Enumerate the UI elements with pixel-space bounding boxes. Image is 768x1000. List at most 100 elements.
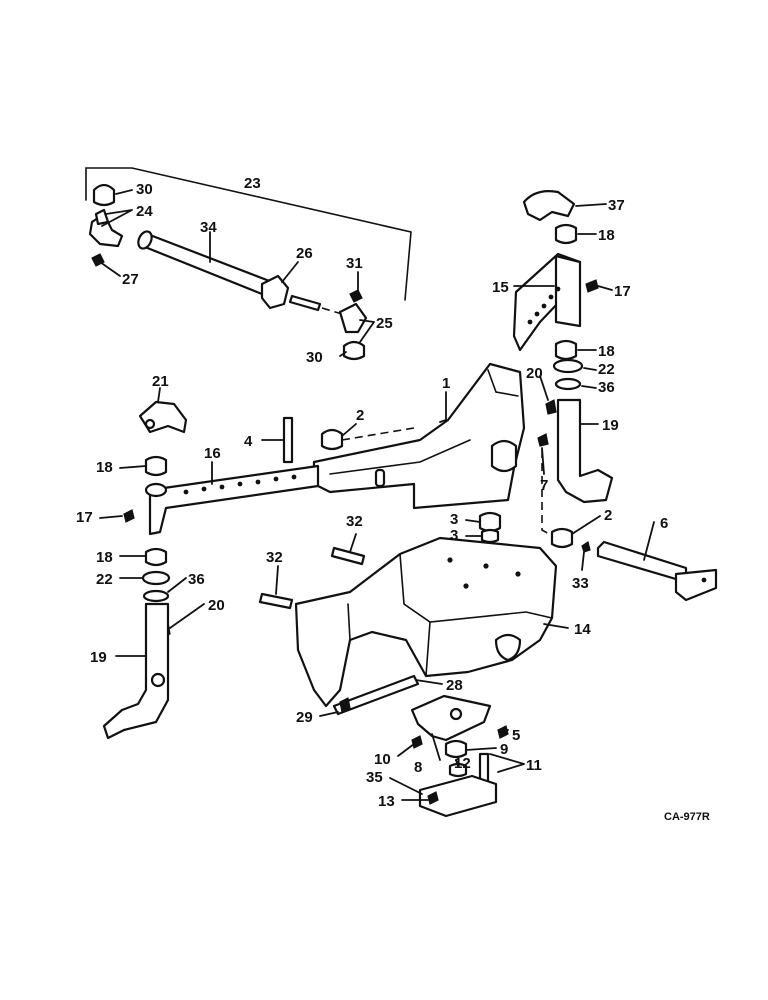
callout-11: 11 <box>526 757 542 774</box>
callout-22-left: 22 <box>96 571 113 588</box>
tie-rod-group <box>85 167 412 361</box>
callout-20-right: 20 <box>526 365 543 382</box>
callout-35: 35 <box>366 769 383 786</box>
callout-7: 7 <box>540 477 548 494</box>
callout-12: 12 <box>454 755 471 772</box>
callout-31: 31 <box>346 255 363 272</box>
pin-32-upper <box>330 546 366 566</box>
callout-20-left: 20 <box>208 597 225 614</box>
axle-end-16 <box>144 482 168 498</box>
figure-code: CA-977R <box>664 811 710 823</box>
ball-stud-24 <box>94 208 110 226</box>
spindle-19-right <box>556 398 614 504</box>
pivot-pin-4 <box>282 416 294 464</box>
bushing-18-upper-right <box>554 223 578 245</box>
grease-fitting-17-left <box>123 509 135 523</box>
callout-3-lower: 3 <box>450 527 458 544</box>
callout-24: 24 <box>136 203 153 220</box>
grease-fitting-31 <box>349 289 363 303</box>
callout-8: 8 <box>414 759 422 776</box>
assembly-line-26 <box>321 307 343 315</box>
front-support-14 <box>294 536 558 708</box>
callout-14: 14 <box>574 621 591 638</box>
callout-17-left: 17 <box>76 509 93 526</box>
pin-32-lower <box>258 592 294 610</box>
pivot-boss-1 <box>490 439 518 473</box>
woodruff-key-20-right <box>545 399 557 415</box>
base-plate-35 <box>418 774 498 818</box>
pivot-pin-plate-6 <box>674 568 718 602</box>
callout-32-upper: 32 <box>346 513 363 530</box>
callout-19-left: 19 <box>90 649 107 666</box>
seal-36-right <box>554 377 582 391</box>
tie-rod-end-25 <box>338 302 368 334</box>
callout-18-upper-right: 18 <box>598 227 615 244</box>
callout-3-upper: 3 <box>450 511 458 528</box>
callout-1: 1 <box>442 375 450 392</box>
pivot-pin-6 <box>596 540 688 584</box>
axle-support-group <box>138 362 591 553</box>
bushing-2-lower <box>550 527 574 549</box>
bracket-8 <box>410 694 492 742</box>
spacer-3-lower <box>480 528 500 544</box>
callout-34: 34 <box>200 219 217 236</box>
callout-15: 15 <box>492 279 509 296</box>
grease-fitting-33 <box>581 541 591 553</box>
bushing-18-left-upper <box>144 455 168 477</box>
callout-26: 26 <box>296 245 313 262</box>
callout-2-upper: 2 <box>356 407 364 424</box>
front-support-frame-14 <box>294 536 558 708</box>
callout-25: 25 <box>376 315 393 332</box>
callout-18-left-lower: 18 <box>96 549 113 566</box>
thrust-washer-22-left <box>141 570 171 586</box>
nut-10 <box>411 735 423 749</box>
grease-fitting-17-right <box>585 279 599 293</box>
callout-19-right: 19 <box>602 417 619 434</box>
bushing-12 <box>448 762 468 778</box>
callout-17-right: 17 <box>614 283 631 300</box>
callout-32-lower: 32 <box>266 549 283 566</box>
callout-36-left: 36 <box>188 571 205 588</box>
boss-14 <box>494 633 522 662</box>
callout-28: 28 <box>446 677 463 694</box>
steering-arm-hub-15 <box>554 254 582 328</box>
callout-6: 6 <box>660 515 668 532</box>
dust-cap-30-upper <box>92 183 116 207</box>
spacer-3-upper <box>478 511 502 533</box>
callout-13: 13 <box>378 793 395 810</box>
callout-30-upper: 30 <box>136 181 153 198</box>
bushing-18-lower-right <box>554 339 578 361</box>
callout-29: 29 <box>296 709 313 726</box>
axle-support-1 <box>312 362 526 510</box>
leader-lines <box>99 189 655 801</box>
slot-1 <box>374 468 386 488</box>
bushing-9 <box>444 739 468 759</box>
spindle-19-left <box>102 602 170 740</box>
group-bracket-23 <box>85 167 412 301</box>
assembly-line-7 <box>541 450 557 539</box>
bushing-18-left-lower <box>144 547 168 567</box>
seal-36-left <box>142 589 170 603</box>
right-steering-group <box>512 190 614 504</box>
callout-30-lower: 30 <box>306 349 323 366</box>
steering-arm-clamp-37 <box>522 190 576 222</box>
bushing-2-upper <box>320 428 344 451</box>
rod-28 <box>332 674 420 716</box>
callout-labels: 30 24 23 34 27 26 31 25 30 37 18 15 17 1… <box>76 175 710 823</box>
callout-18-lower-right: 18 <box>598 343 615 360</box>
nut-13 <box>427 791 439 805</box>
callout-27: 27 <box>122 271 139 288</box>
callout-9: 9 <box>500 741 508 758</box>
assembly-line-2 <box>341 427 415 441</box>
callout-16: 16 <box>204 445 221 462</box>
callout-36-right: 36 <box>598 379 615 396</box>
callout-5: 5 <box>512 727 520 744</box>
callout-21: 21 <box>152 373 169 390</box>
clamp-26 <box>260 274 290 310</box>
callout-10: 10 <box>374 751 391 768</box>
dust-cap-30-lower <box>342 340 366 361</box>
tie-rod-tube-34 <box>138 233 274 296</box>
axle-extension-16 <box>148 464 320 536</box>
washer-29 <box>339 697 351 713</box>
